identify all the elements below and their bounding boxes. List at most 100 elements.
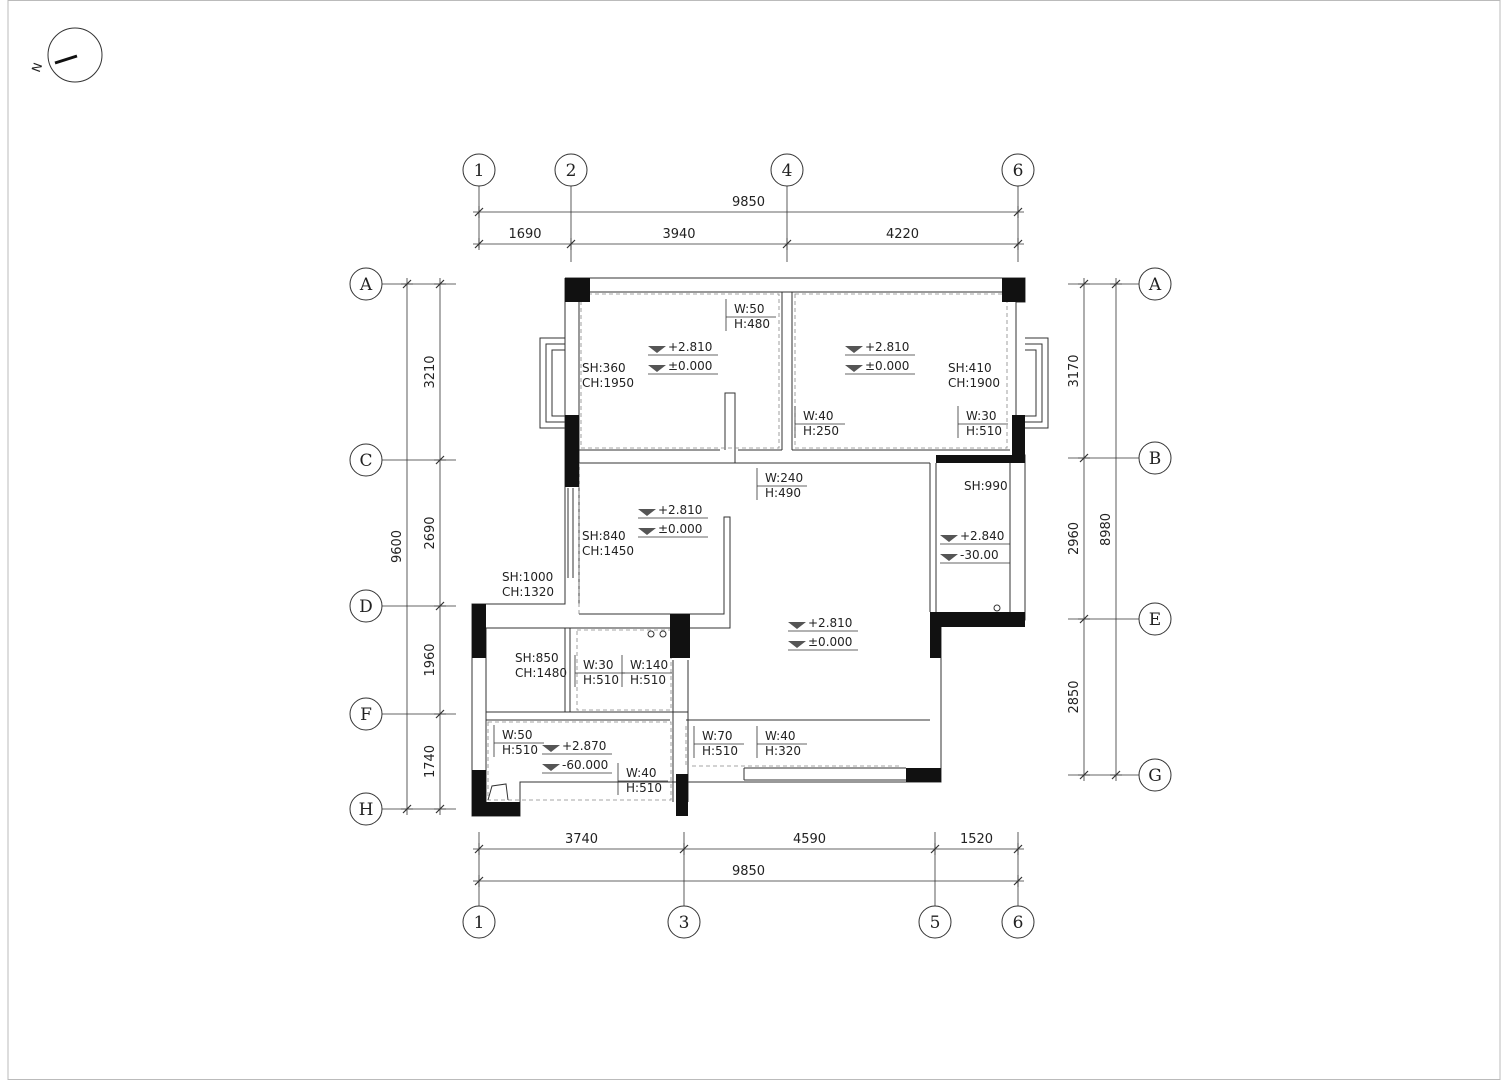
axis-marker-top-4: 4 — [770, 153, 804, 187]
annotation-w40-h510: W:40H:510 — [617, 763, 668, 795]
level-bottom-value: ±0.000 — [865, 359, 909, 373]
axis-label: G — [1148, 766, 1162, 786]
axis-label: A — [1148, 275, 1162, 295]
dimension-label: 1740 — [423, 745, 438, 778]
annotation-line: SH:840 — [582, 529, 626, 543]
level-top-value: +2.840 — [960, 529, 1004, 543]
axis-label: 6 — [1013, 913, 1024, 933]
dimension-label: 3740 — [565, 832, 598, 847]
dimension-label: 3170 — [1067, 354, 1082, 387]
dimension-label: 1690 — [508, 227, 541, 242]
axis-label: 6 — [1013, 161, 1024, 181]
annotation-line: H:490 — [765, 486, 801, 500]
axis-label: 2 — [566, 161, 577, 181]
level-marker-living: +2.810±0.000 — [788, 616, 858, 651]
level-layer: +2.810 ±0.000 +2.810 ±0.000 +2.810 ±0.000 +2.8… — [542, 340, 1010, 774]
level-top-value: +2.810 — [808, 616, 852, 630]
dim-right-total: 8980 — [1099, 278, 1122, 781]
annotation-line: H:510 — [630, 673, 666, 687]
axis-label: 3 — [679, 913, 690, 933]
annotation-line: CH:1450 — [582, 544, 634, 558]
annotation-line: SH:410 — [948, 361, 992, 375]
dimension-label: 4590 — [793, 832, 826, 847]
axis-marker-bottom-5: 5 — [918, 905, 952, 939]
annotation-line: W:70 — [702, 729, 732, 743]
axis-marker-right-B: B — [1138, 441, 1172, 475]
axis-marker-top-2: 2 — [554, 153, 588, 187]
axis-marker-right-E: E — [1138, 602, 1172, 636]
level-marker-bedroom-2: +2.810 ±0.000 — [845, 340, 915, 375]
axis-label: B — [1149, 449, 1162, 469]
dimension-label: 2690 — [423, 516, 438, 549]
north-arrow: N — [29, 27, 103, 83]
annotation-line: H:510 — [966, 424, 1002, 438]
axis-marker-right-G: G — [1138, 758, 1172, 792]
annotation-line: SH:1000 — [502, 570, 553, 584]
axis-marker-left-D: D — [349, 589, 383, 623]
level-top-value: +2.870 — [562, 739, 606, 753]
dim-top-segments: 1690 3940 4220 — [473, 227, 1024, 250]
dimension-label: 2960 — [1067, 522, 1082, 555]
annotation-line: SH:850 — [515, 651, 559, 665]
axis-marker-bottom-6: 6 — [1001, 905, 1035, 939]
annotation-line: H:510 — [583, 673, 619, 687]
annotation-line: H:320 — [765, 744, 801, 758]
annotation-line: H:510 — [702, 744, 738, 758]
level-top-value: +2.810 — [668, 340, 712, 354]
annotation-line: W:40 — [626, 766, 656, 780]
dimension-label: 9850 — [732, 864, 765, 879]
axis-label: C — [359, 451, 372, 471]
level-bottom-value: ±0.000 — [658, 522, 702, 536]
level-top-value: +2.810 — [865, 340, 909, 354]
annotation-w30-h510-a: W:30H:510 — [957, 406, 1008, 438]
level-marker-bedroom-3: +2.810 ±0.000 — [638, 503, 708, 538]
axis-marker-left-H: H — [349, 792, 383, 826]
dim-right-segments: 3170 2960 2850 — [1067, 278, 1090, 781]
level-top-value: +2.810 — [658, 503, 702, 517]
annotation-w40-h320: W:40H:320 — [756, 726, 807, 758]
axis-label: A — [359, 275, 373, 295]
annotation-line: W:30 — [966, 409, 996, 423]
dim-bottom-segments: 3740 4590 1520 — [473, 832, 1024, 855]
level-bottom-value: -30.00 — [960, 548, 999, 562]
axis-marker-left-F: F — [349, 697, 383, 731]
axis-label: 5 — [930, 913, 941, 933]
axis-marker-bottom-3: 3 — [667, 905, 701, 939]
dimension-label: 2850 — [1067, 680, 1082, 713]
dimension-label: 8980 — [1099, 513, 1114, 546]
annotation-layer: W:50H:480SH:360CH:1950SH:410CH:1900W:40H… — [493, 299, 1008, 795]
axis-label: E — [1149, 610, 1161, 630]
annotation-line: W:50 — [734, 302, 764, 316]
sheet-border — [7, 0, 1501, 1080]
annotation-line: W:50 — [502, 728, 532, 742]
annotation-line: W:40 — [765, 729, 795, 743]
annotation-w40-h250: W:40H:250 — [794, 406, 845, 438]
dimension-label: 1520 — [960, 832, 993, 847]
dim-bottom-total: 9850 — [473, 864, 1024, 887]
axis-marker-top-6: 6 — [1001, 153, 1035, 187]
annotation-line: H:480 — [734, 317, 770, 331]
annotation-line: W:40 — [803, 409, 833, 423]
dimension-label: 4220 — [886, 227, 919, 242]
axis-label: 1 — [474, 161, 485, 181]
axis-marker-top-1: 1 — [462, 153, 496, 187]
walls — [471, 277, 1049, 817]
annotation-line: W:30 — [583, 658, 613, 672]
annotation-line: H:510 — [626, 781, 662, 795]
level-bottom-value: ±0.000 — [668, 359, 712, 373]
annotation-line: SH:360 — [582, 361, 626, 375]
dim-top-total: 9850 — [473, 195, 1024, 218]
level-marker-bedroom-1: +2.810 ±0.000 — [648, 340, 718, 375]
annotation-line: CH:1900 — [948, 376, 1000, 390]
annotation-w30-h510-b: W:30H:510 — [574, 655, 625, 687]
dimension-label: 3940 — [662, 227, 695, 242]
annotation-line: SH:990 — [964, 479, 1008, 493]
